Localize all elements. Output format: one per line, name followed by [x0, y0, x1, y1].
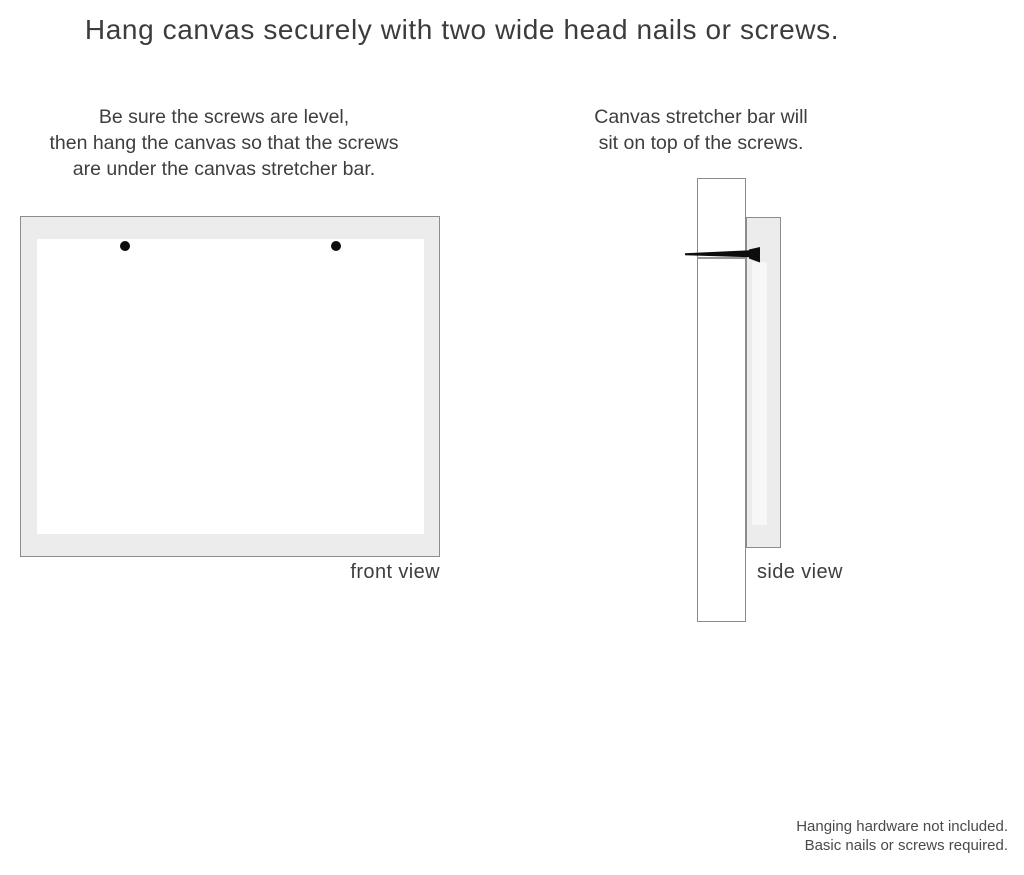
screw-head-left-icon	[120, 241, 130, 251]
screw-head-right-icon	[331, 241, 341, 251]
front-view-instructions: Be sure the screws are level, then hang …	[18, 104, 430, 182]
stretcher-bar-bottom-edge	[697, 257, 746, 259]
instruction-line: Canvas stretcher bar will	[594, 106, 808, 128]
instruction-line: then hang the canvas so that the screws	[49, 132, 399, 154]
page-title: Hang canvas securely with two wide head …	[84, 14, 840, 45]
canvas-front-inner-area	[37, 239, 424, 534]
side-view-instructions: Canvas stretcher bar will sit on top of …	[558, 104, 844, 156]
instruction-line: are under the canvas stretcher bar.	[72, 158, 376, 180]
front-view-label: front view	[350, 561, 440, 583]
side-view-label: side view	[757, 561, 843, 583]
canvas-side-inner-area	[752, 262, 767, 525]
disclaimer-line: Hanging hardware not included.	[796, 818, 1008, 835]
nail-icon	[685, 247, 760, 263]
hardware-disclaimer: Hanging hardware not included. Basic nai…	[608, 818, 1008, 855]
instruction-line: sit on top of the screws.	[598, 132, 804, 154]
instruction-line: Be sure the screws are level,	[98, 106, 350, 128]
disclaimer-line: Basic nails or screws required.	[804, 836, 1008, 854]
